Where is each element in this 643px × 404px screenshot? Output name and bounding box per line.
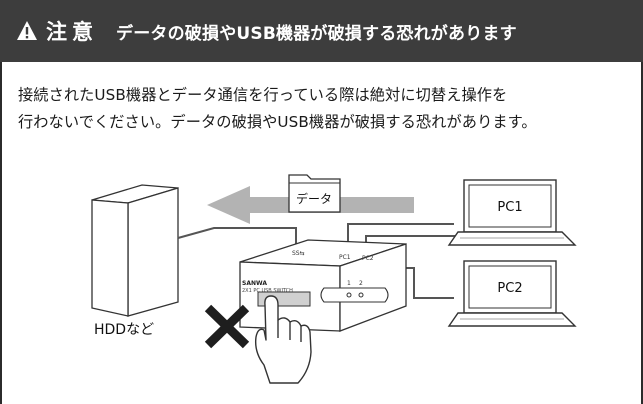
notice-body-line-2: 行わないでください。データの破損やUSB機器が破損する恐れがあります。 xyxy=(18,113,537,131)
switch-brand: SANWA xyxy=(242,280,267,287)
data-folder-icon: データ xyxy=(288,174,341,213)
data-tag-label: データ xyxy=(296,191,332,206)
warning-icon xyxy=(17,21,37,40)
notice-body: 接続されたUSB機器とデータ通信を行っている際は絶対に切替え操作を 行わないでく… xyxy=(18,82,628,136)
button-1-label: 1 xyxy=(347,280,351,287)
port-usb-label: SS⇆ xyxy=(292,250,305,257)
cross-icon xyxy=(204,304,250,349)
notice-title: データの破損やUSB機器が破損する恐れがあります xyxy=(116,23,517,44)
pc2-label: PC2 xyxy=(497,281,522,296)
switch-model: 2X1 PC USB SWITCH xyxy=(242,288,293,294)
hdd-icon xyxy=(91,184,179,317)
port-pc1-label: PC1 xyxy=(339,254,351,261)
caution-label: 注意 xyxy=(46,20,98,44)
notice-header: 注意 データの破損やUSB機器が破損する恐れがあります xyxy=(0,0,643,62)
hand-icon xyxy=(254,295,312,384)
laptop-icon-pc2: PC2 xyxy=(447,260,577,327)
pc1-label: PC1 xyxy=(497,200,522,215)
hdd-caption: HDDなど xyxy=(94,322,154,338)
notice-body-line-1: 接続されたUSB機器とデータ通信を行っている際は絶対に切替え操作を xyxy=(18,86,508,104)
button-2-label: 2 xyxy=(359,280,363,287)
port-pc2-label: PC2 xyxy=(362,255,374,262)
laptop-icon-pc1: PC1 xyxy=(447,179,577,246)
